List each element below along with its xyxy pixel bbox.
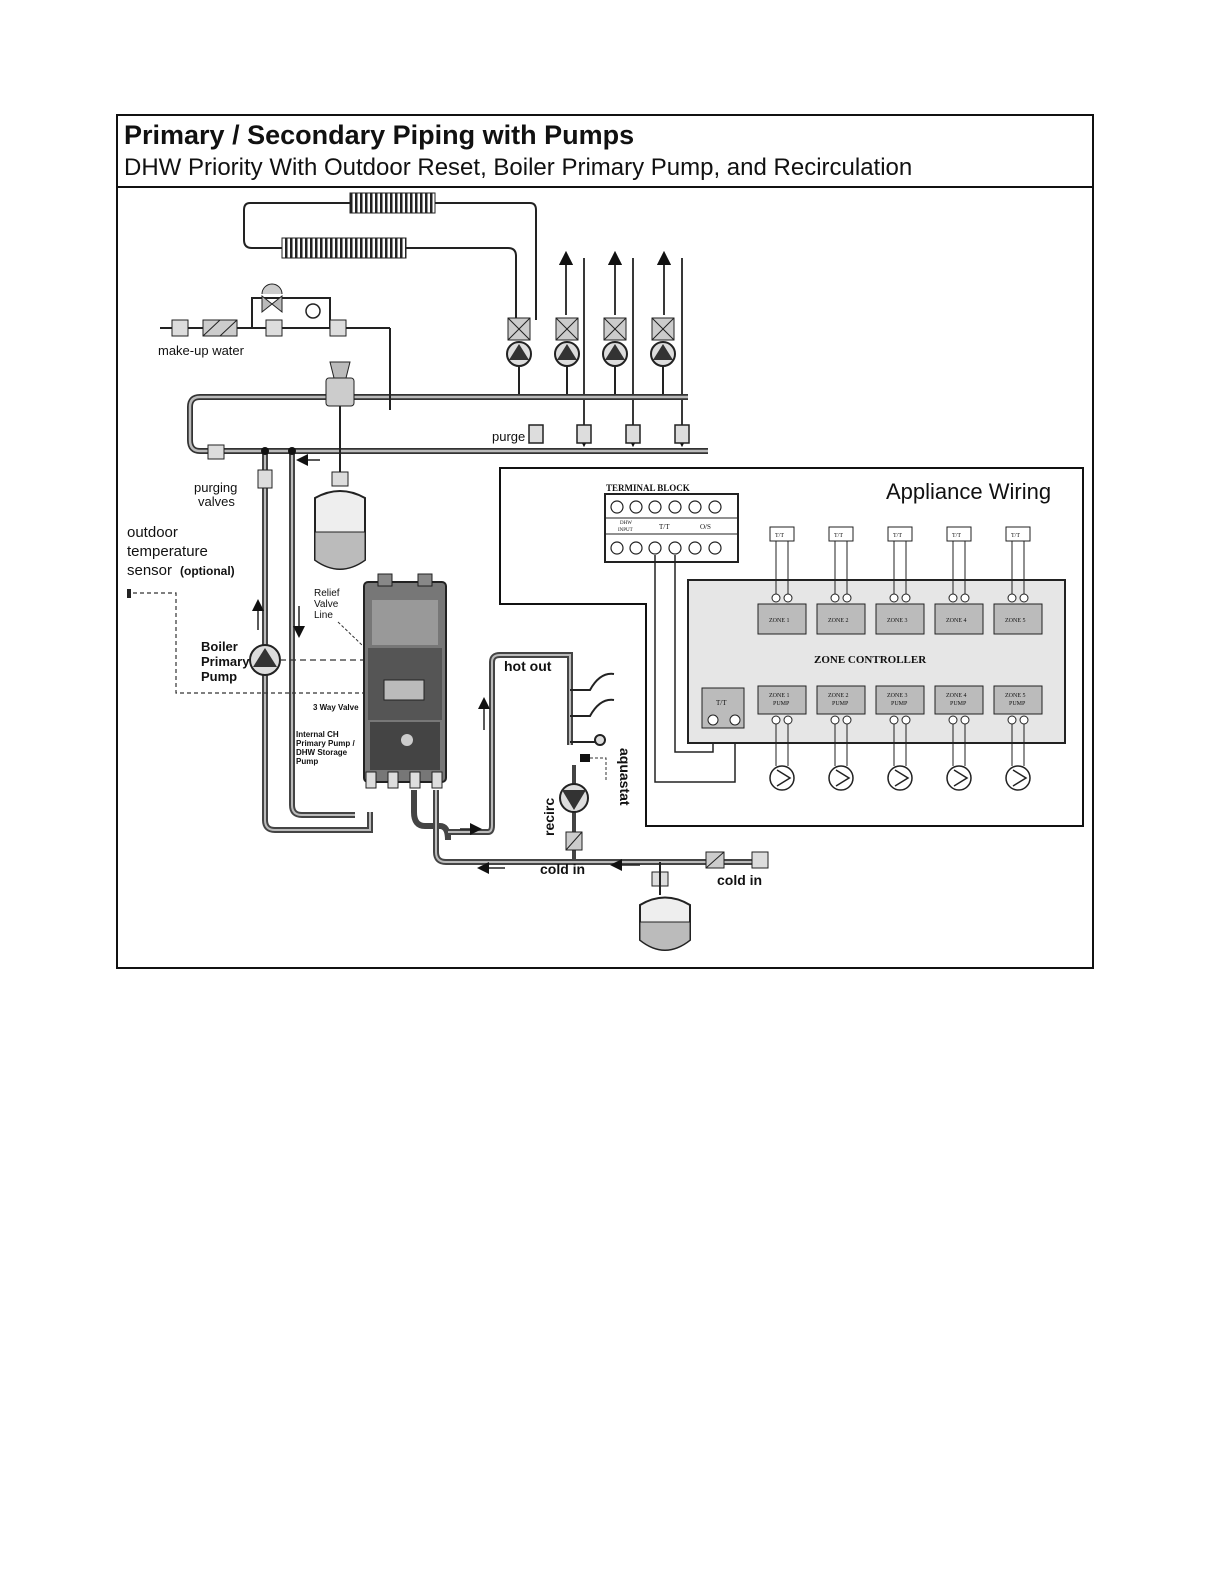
aquastat-sensor xyxy=(580,754,590,762)
terminal-block-screws xyxy=(610,500,722,555)
zone-circulator-2 xyxy=(554,317,580,396)
outdoor-sensor-optional-label: (optional) xyxy=(180,564,235,578)
boiler-pump-label-2: Primary xyxy=(201,654,250,669)
boiler-primary-piping-inner xyxy=(264,451,371,831)
zone-controller-label: ZONE CONTROLLER xyxy=(814,654,927,666)
zone-column-5: T/T ZONE 5 ZONE 5 PUMP xyxy=(993,526,1043,791)
controller-tt-terminal: T/T xyxy=(701,687,745,729)
outdoor-sensor-label-2: temperature xyxy=(127,543,208,560)
zone-flow-arrows xyxy=(558,250,690,448)
outdoor-sensor-label-1: outdoor xyxy=(127,524,178,541)
dhw-piping-inner xyxy=(435,654,760,863)
internal-pump-label-4: Pump xyxy=(296,757,318,766)
expansion-tank-heating xyxy=(314,471,366,570)
dhw-fixtures xyxy=(570,672,615,746)
cold-inlet-components xyxy=(639,851,769,951)
purging-valves xyxy=(207,444,273,489)
relief-valve-label-3: Line xyxy=(314,610,333,621)
air-separator xyxy=(325,361,355,480)
thermostat-4-label: T/T xyxy=(952,533,961,539)
tb-os-label: O/S xyxy=(700,523,711,531)
zone-2-pump-icon xyxy=(828,765,854,791)
boiler-pump-label-1: Boiler xyxy=(201,639,238,654)
internal-pump-label-1: Internal CH xyxy=(296,730,339,739)
zone-1-label: ZONE 1 xyxy=(769,618,790,624)
zone-5-label: ZONE 5 xyxy=(1005,618,1026,624)
recirc-label: recirc xyxy=(541,798,557,836)
zone-2-label: ZONE 2 xyxy=(828,618,849,624)
purging-valves-label-2: valves xyxy=(198,494,235,509)
appliance-wiring-title: Appliance Wiring xyxy=(886,479,1051,504)
relief-valve-label-1: Relief xyxy=(314,588,340,599)
zone-5-pump-icon xyxy=(1005,765,1031,791)
zone-4-label: ZONE 4 xyxy=(946,618,967,624)
zone-5-pump-label-1: ZONE 5 xyxy=(1005,693,1026,699)
relief-valve-label-2: Valve xyxy=(314,599,339,610)
diagram-subtitle: DHW Priority With Outdoor Reset, Boiler … xyxy=(124,154,913,181)
zone-column-4: T/T ZONE 4 ZONE 4 PUMP xyxy=(934,526,984,791)
zone-2-pump-label-1: ZONE 2 xyxy=(828,693,849,699)
zone-1-pump-label-2: PUMP xyxy=(773,701,790,707)
zone-circulators xyxy=(506,317,676,396)
recirc-pump xyxy=(559,765,589,860)
cold-in-label-2: cold in xyxy=(717,872,762,888)
thermostat-1-label: T/T xyxy=(775,533,784,539)
zone-column-3: T/T ZONE 3 ZONE 3 PUMP xyxy=(875,526,925,791)
zone-4-pump-label-1: ZONE 4 xyxy=(946,693,967,699)
internal-pump-label-3: DHW Storage xyxy=(296,748,348,757)
zone-column-1: T/T ZONE 1 ZONE 1 PUMP xyxy=(757,526,807,791)
purge-label: purge xyxy=(492,429,525,444)
boiler-service-valves xyxy=(365,771,443,789)
zone-1-pump-icon xyxy=(769,765,795,791)
thermostat-2-label: T/T xyxy=(834,533,843,539)
zone-3-pump-label-2: PUMP xyxy=(891,701,908,707)
zone-circulator-4 xyxy=(650,317,676,396)
zone-1-pump-label-1: ZONE 1 xyxy=(769,693,790,699)
zone-column-2: T/T ZONE 2 ZONE 2 PUMP xyxy=(816,526,866,791)
zone-5-pump-label-2: PUMP xyxy=(1009,701,1026,707)
controller-tt-label: T/T xyxy=(716,699,727,707)
zone-3-label: ZONE 3 xyxy=(887,618,908,624)
boiler-unit xyxy=(363,573,447,783)
thermostat-3-label: T/T xyxy=(893,533,902,539)
diagram-title: Primary / Secondary Piping with Pumps xyxy=(124,120,635,150)
zone-circulator-1 xyxy=(506,317,532,396)
make-up-water-line xyxy=(160,283,391,410)
baseboard-loop xyxy=(243,202,537,320)
purging-valves-label-1: purging xyxy=(194,480,237,495)
make-up-water-label: make-up water xyxy=(158,343,245,358)
baseboard-radiator-upper xyxy=(349,192,436,214)
internal-pump-label-2: Primary Pump / xyxy=(296,739,355,748)
outdoor-sensor-wire xyxy=(133,592,365,694)
outdoor-sensor-label-3: sensor xyxy=(127,562,172,579)
diagram-frame: Primary / Secondary Piping with Pumps DH… xyxy=(116,114,1094,969)
zone-4-pump-label-2: PUMP xyxy=(950,701,967,707)
diagram-header: Primary / Secondary Piping with Pumps DH… xyxy=(118,116,1092,188)
tb-dhw-label-2: INPUT xyxy=(618,528,633,533)
primary-headers-inner xyxy=(188,395,708,453)
cold-in-label-1: cold in xyxy=(540,861,585,877)
zone-circulator-3 xyxy=(602,317,628,396)
aquastat-label: aquastat xyxy=(617,748,633,806)
thermostat-5-label: T/T xyxy=(1011,533,1020,539)
zone-2-pump-label-2: PUMP xyxy=(832,701,849,707)
outdoor-sensor-icon xyxy=(127,589,131,598)
zone-4-pump-icon xyxy=(946,765,972,791)
terminal-block-label: TERMINAL BLOCK xyxy=(606,483,690,493)
baseboard-radiator-lower xyxy=(281,237,407,259)
tb-tt-label: T/T xyxy=(659,523,670,531)
boiler-pump-label-3: Pump xyxy=(201,669,237,684)
zone-3-pump-label-1: ZONE 3 xyxy=(887,693,908,699)
zone-purge-valves xyxy=(528,424,690,444)
zone-3-pump-icon xyxy=(887,765,913,791)
tb-dhw-label-1: DHW xyxy=(620,521,632,526)
three-way-valve-label: 3 Way Valve xyxy=(313,703,359,712)
hot-out-label: hot out xyxy=(504,658,552,674)
